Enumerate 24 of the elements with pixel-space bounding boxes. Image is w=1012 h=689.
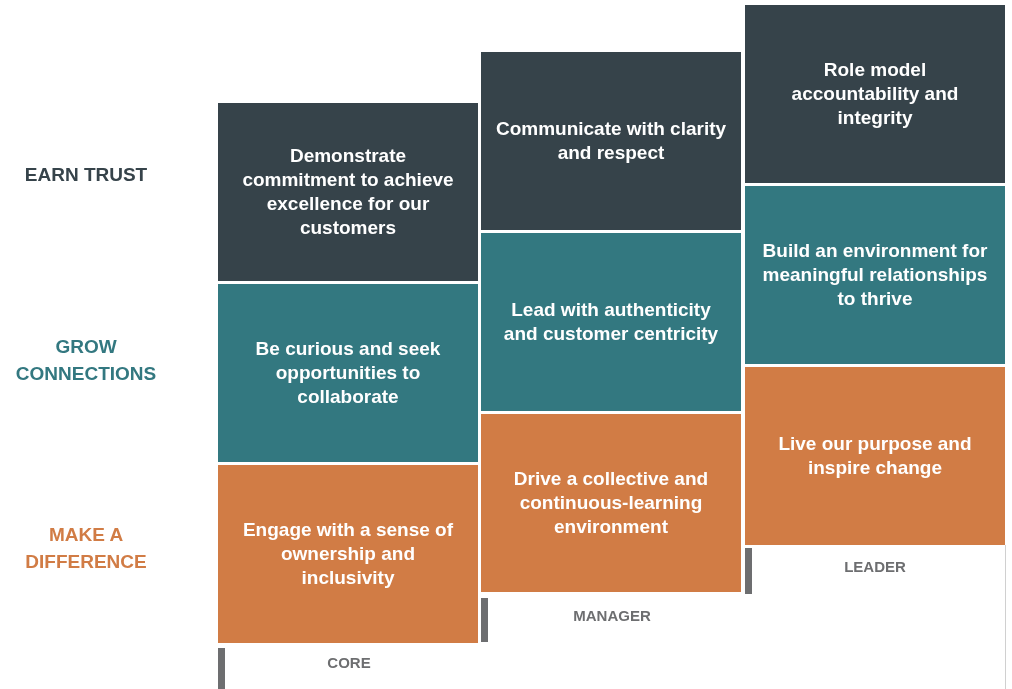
row-label: GROW CONNECTIONS: [14, 335, 158, 386]
column-label: LEADER: [843, 558, 907, 576]
value-text: Lead with authenticity and customer centricity: [502, 298, 720, 346]
value-box: [745, 5, 1005, 183]
column-label: MANAGER: [572, 607, 652, 625]
value-text: Communicate with clarity and respect: [495, 117, 727, 165]
value-text: Build an environment for meaningful relationships to thrive: [761, 239, 989, 311]
value-text: Role model accountability and integrity: [790, 58, 960, 130]
value-box: [218, 103, 478, 281]
value-text: Drive a collective and continuous-learning environment: [512, 467, 710, 539]
value-box: [481, 414, 741, 592]
value-box: [745, 186, 1005, 364]
value-text: Be curious and seek opportunities to collaborate: [254, 337, 442, 409]
column-label: CORE: [326, 654, 372, 672]
value-box: [745, 367, 1005, 545]
value-box: [218, 284, 478, 462]
value-box: [481, 233, 741, 411]
value-text: Live our purpose and inspire change: [777, 432, 973, 480]
value-box: [481, 52, 741, 230]
value-text: Engage with a sense of ownership and inclusivity: [241, 518, 455, 590]
row-label: MAKE A DIFFERENCE: [24, 523, 148, 574]
row-label: EARN TRUST: [23, 163, 149, 187]
value-text: Demonstrate commitment to achieve excellence for our customers: [241, 144, 455, 240]
value-box: [218, 465, 478, 643]
